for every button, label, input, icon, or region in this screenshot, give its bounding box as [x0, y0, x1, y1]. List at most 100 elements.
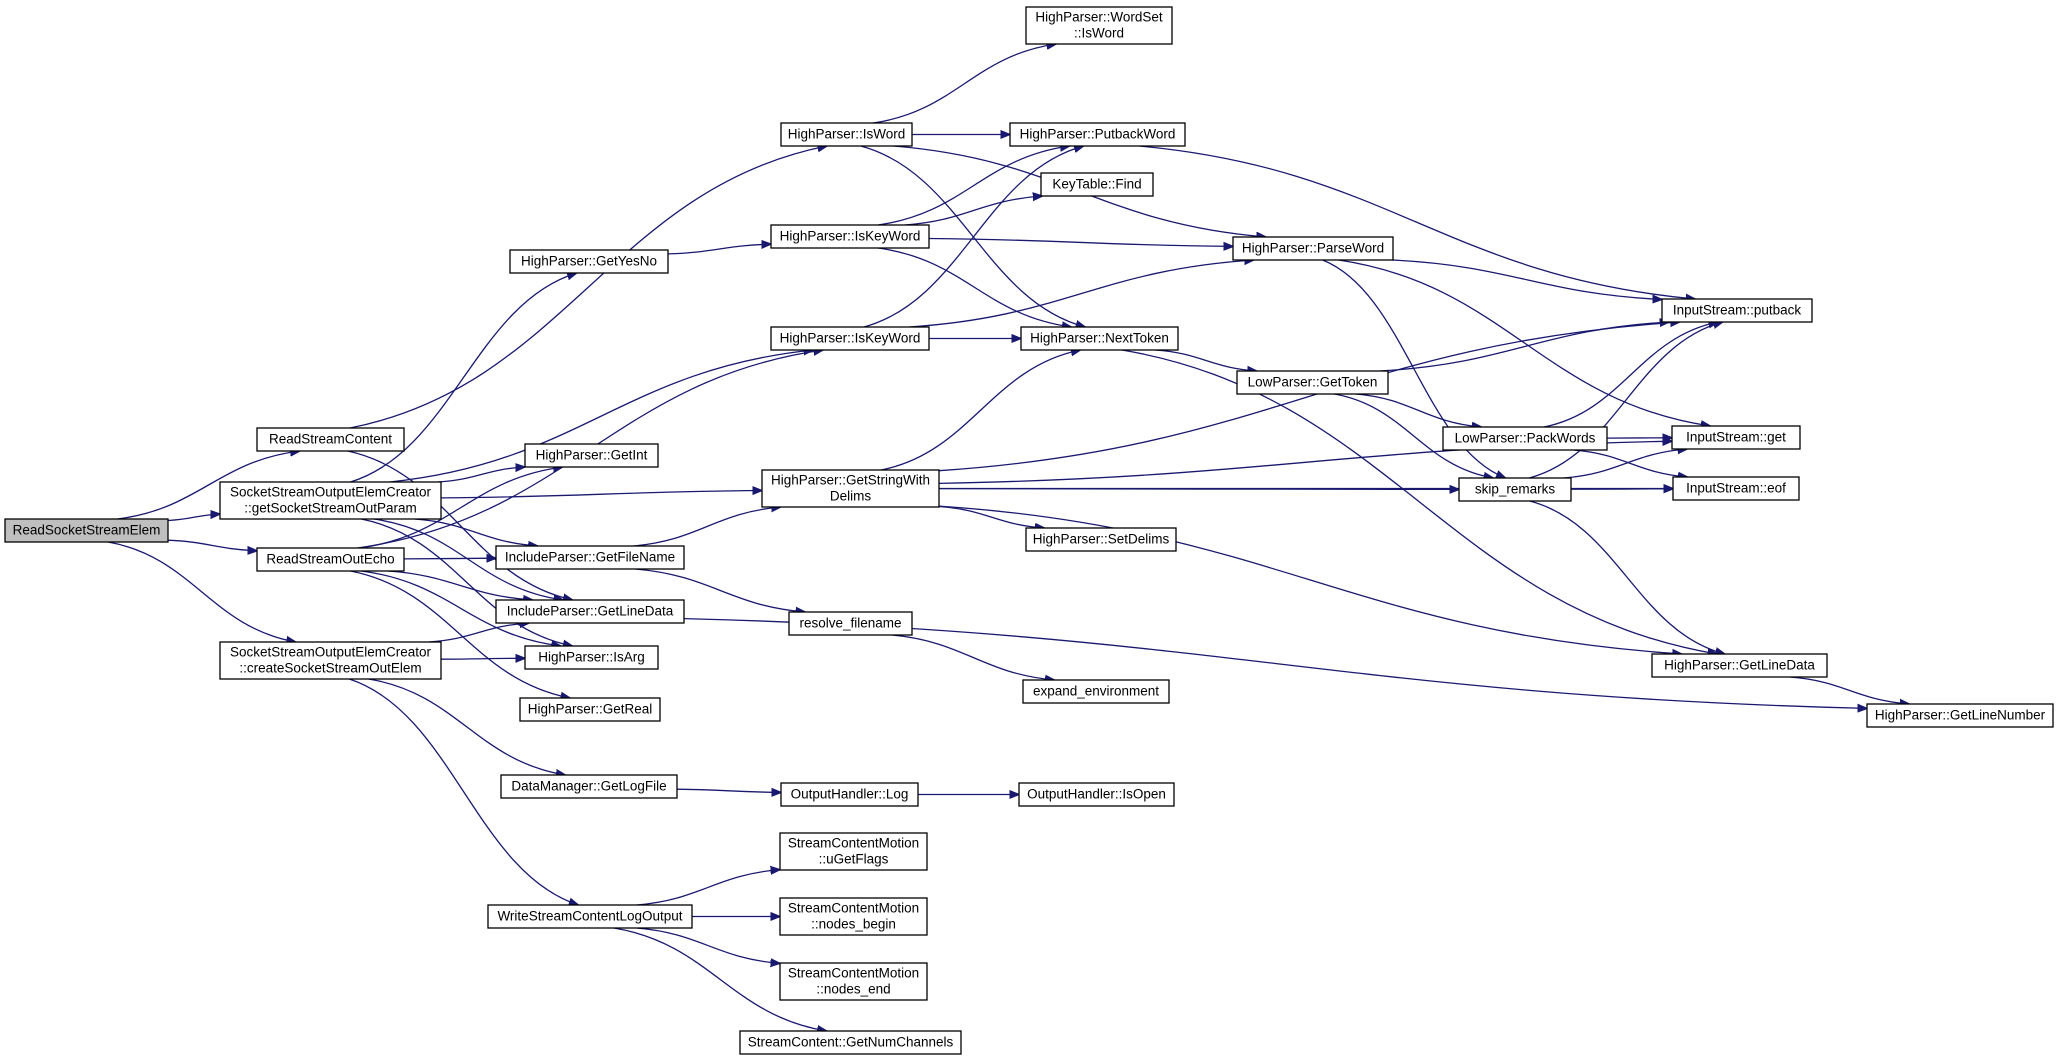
call-edge-echo-to-ipline — [387, 570, 533, 600]
call-edge-echo-to-ipfile — [403, 558, 496, 559]
node-isopen[interactable]: OutputHandler::IsOpen — [1018, 782, 1175, 807]
node-nbegin[interactable]: StreamContentMotion::nodes_begin — [779, 897, 928, 936]
node-label: ReadStreamContent — [269, 432, 392, 447]
call-edge-isword-to-wordset — [873, 44, 1056, 124]
call-edge-iskw2-to-putbackw — [863, 146, 1084, 328]
node-wsclo[interactable]: WriteStreamContentLogOutput — [487, 904, 693, 929]
call-edge-getsock-to-getint — [437, 467, 525, 483]
node-root[interactable]: ReadSocketStreamElem — [4, 518, 169, 543]
node-packwords[interactable]: LowParser::PackWords — [1442, 426, 1608, 451]
node-iskw1[interactable]: HighParser::IsKeyWord — [770, 224, 930, 249]
node-box — [1009, 122, 1186, 147]
call-edge-ipfile-to-resolve — [635, 568, 805, 612]
node-label: HighParser::GetLineNumber — [1875, 708, 2046, 723]
node-box — [1458, 477, 1572, 502]
call-edge-gswd-to-nexttok — [881, 350, 1080, 471]
node-nexttok[interactable]: HighParser::NextToken — [1020, 326, 1179, 351]
node-setdelims[interactable]: HighParser::SetDelims — [1025, 527, 1177, 552]
node-isget[interactable]: InputStream::get — [1671, 425, 1801, 450]
node-getreal[interactable]: HighParser::GetReal — [519, 697, 661, 722]
node-label: ::nodes_begin — [811, 917, 896, 932]
node-ugetflags[interactable]: StreamContentMotion::uGetFlags — [779, 832, 928, 871]
node-box — [256, 547, 405, 572]
node-putbackw[interactable]: HighParser::PutbackWord — [1009, 122, 1186, 147]
call-edge-root-to-getsock — [167, 514, 220, 522]
node-box — [780, 122, 913, 147]
node-label: HighParser::IsWord — [788, 127, 906, 142]
node-label: StreamContentMotion — [788, 836, 919, 851]
call-edge-getsock-to-yesno — [350, 273, 577, 483]
call-edge-create-to-ipline — [428, 623, 530, 643]
node-yesno[interactable]: HighParser::GetYesNo — [509, 249, 669, 274]
node-label: HighParser::PutbackWord — [1020, 127, 1176, 142]
node-ipline[interactable]: IncludeParser::GetLineData — [495, 599, 685, 624]
node-hpline[interactable]: HighParser::GetLineData — [1651, 653, 1828, 678]
node-box — [256, 427, 405, 452]
node-isputback[interactable]: InputStream::putback — [1661, 298, 1813, 323]
node-linenum[interactable]: HighParser::GetLineNumber — [1866, 703, 2054, 728]
call-edge-putbackw-to-isputback — [1139, 145, 1695, 299]
node-box — [500, 774, 678, 799]
call-edge-gswd-to-isputback — [938, 322, 1680, 472]
call-edge-nexttok-to-gettoken — [1155, 349, 1257, 371]
call-edge-parseword-to-skip — [1322, 259, 1506, 478]
node-box — [779, 962, 928, 1001]
node-box — [524, 645, 659, 670]
call-edge-gettoken-to-skip — [1334, 393, 1493, 478]
node-iskw2[interactable]: HighParser::IsKeyWord — [770, 326, 930, 351]
node-getint[interactable]: HighParser::GetInt — [524, 443, 659, 468]
node-label: HighParser::IsKeyWord — [780, 331, 921, 346]
node-skip[interactable]: skip_remarks — [1458, 477, 1572, 502]
node-logfile[interactable]: DataManager::GetLogFile — [500, 774, 678, 799]
node-box — [779, 897, 928, 936]
node-label: HighParser::ParseWord — [1242, 241, 1384, 256]
node-label: resolve_filename — [799, 616, 901, 631]
node-label: StreamContentMotion — [788, 901, 919, 916]
call-edge-getsock-to-ipfile — [414, 518, 538, 546]
node-expand[interactable]: expand_environment — [1022, 679, 1170, 704]
node-label: SocketStreamOutputElemCreator — [230, 485, 432, 500]
call-edge-root-to-rsc — [117, 451, 299, 520]
node-parseword[interactable]: HighParser::ParseWord — [1232, 236, 1394, 261]
node-label: HighParser::GetInt — [536, 448, 648, 463]
call-edge-getsock-to-isarg — [361, 518, 572, 646]
node-ktfind[interactable]: KeyTable::Find — [1040, 172, 1154, 197]
node-box — [1671, 425, 1801, 450]
call-edge-gettoken-to-packwords — [1356, 393, 1481, 427]
node-label: ::uGetFlags — [819, 852, 889, 867]
node-label: OutputHandler::IsOpen — [1027, 787, 1166, 802]
node-isword[interactable]: HighParser::IsWord — [780, 122, 913, 147]
node-label: skip_remarks — [1475, 482, 1556, 497]
call-edge-create-to-wsclo — [349, 678, 578, 905]
node-numch[interactable]: StreamContent::GetNumChannels — [739, 1030, 962, 1055]
node-label: HighParser::GetReal — [528, 702, 653, 717]
node-iseof[interactable]: InputStream::eof — [1672, 476, 1800, 501]
node-create[interactable]: SocketStreamOutputElemCreator::createSoc… — [219, 641, 442, 680]
node-isarg[interactable]: HighParser::IsArg — [524, 645, 659, 670]
node-label: HighParser::GetYesNo — [521, 254, 657, 269]
call-edge-wsclo-to-ugetflags — [636, 870, 780, 906]
node-ipfile[interactable]: IncludeParser::GetFileName — [495, 545, 685, 570]
node-label: StreamContent::GetNumChannels — [748, 1035, 954, 1050]
call-edge-gswd-to-hpline — [938, 505, 1682, 654]
node-box — [4, 518, 169, 543]
node-label: IncludeParser::GetFileName — [505, 550, 675, 565]
node-gettoken[interactable]: LowParser::GetToken — [1236, 370, 1389, 395]
node-label: IncludeParser::GetLineData — [507, 604, 674, 619]
call-edge-nexttok-to-hpline — [1121, 349, 1717, 654]
node-echo[interactable]: ReadStreamOutEcho — [256, 547, 405, 572]
node-wordset[interactable]: HighParser::WordSet::IsWord — [1025, 6, 1173, 45]
node-label: LowParser::PackWords — [1455, 431, 1596, 446]
node-nend[interactable]: StreamContentMotion::nodes_end — [779, 962, 928, 1001]
node-label: LowParser::GetToken — [1248, 375, 1378, 390]
node-getsock[interactable]: SocketStreamOutputElemCreator::getSocket… — [219, 481, 442, 520]
node-label: HighParser::SetDelims — [1033, 532, 1170, 547]
call-edge-parseword-to-isputback — [1391, 259, 1662, 300]
node-resolve[interactable]: resolve_filename — [788, 611, 913, 636]
node-label: expand_environment — [1033, 684, 1159, 699]
call-edge-create-to-logfile — [368, 678, 566, 775]
node-rsc[interactable]: ReadStreamContent — [256, 427, 405, 452]
node-ohlog[interactable]: OutputHandler::Log — [780, 782, 919, 807]
call-edge-packwords-to-isputback — [1543, 322, 1718, 428]
